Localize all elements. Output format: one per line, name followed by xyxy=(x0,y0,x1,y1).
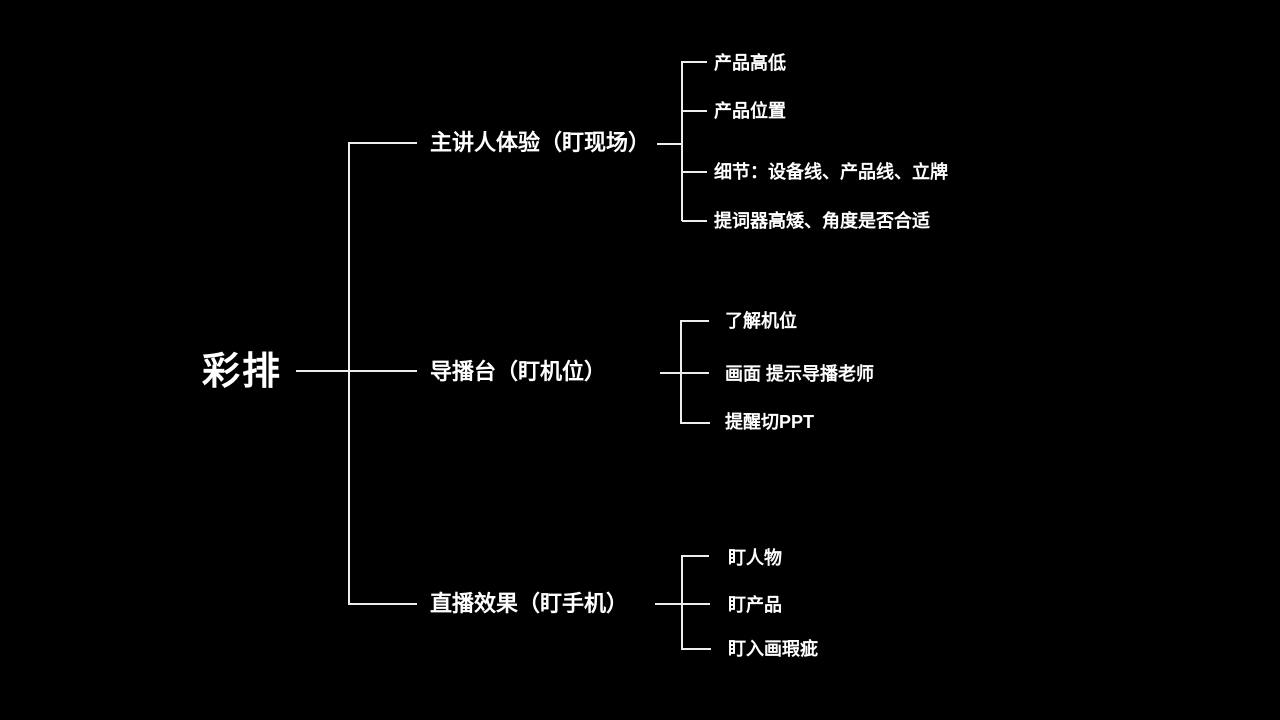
branch-3-child-2: 盯产品 xyxy=(728,595,782,615)
branch-1-child-2-stub xyxy=(682,110,707,112)
branch-2-rail-line xyxy=(680,320,682,424)
branch-3-child-1: 盯人物 xyxy=(728,548,782,568)
branch-3-child-3-stub xyxy=(682,648,711,650)
branch-3-stub-line xyxy=(349,603,417,605)
trunk-line xyxy=(348,142,350,605)
branch-1-child-3: 细节：设备线、产品线、立牌 xyxy=(714,162,948,182)
branch-1-child-2: 产品位置 xyxy=(714,101,786,121)
branch-2-child-2: 画面 提示导播老师 xyxy=(725,364,875,384)
branch-3-rail-line xyxy=(681,555,683,650)
branch-1-child-1: 产品高低 xyxy=(714,53,786,73)
branch-2-label: 导播台（盯机位） xyxy=(430,359,607,384)
branch-3-label: 直播效果（盯手机） xyxy=(430,591,629,616)
branch-1-child-3-stub xyxy=(682,171,707,173)
branch-3-child-1-stub xyxy=(682,555,709,557)
branch-2-connector-line xyxy=(660,372,709,374)
branch-1-stub-line xyxy=(349,142,417,144)
branch-1-child-1-stub xyxy=(682,61,707,63)
branch-2-child-1-stub xyxy=(681,320,709,322)
branch-1-child-4: 提词器高矮、角度是否合适 xyxy=(714,211,930,231)
branch-2-child-3: 提醒切PPT xyxy=(725,412,815,432)
branch-1-rail-line xyxy=(681,61,683,221)
branch-1-connector-line xyxy=(657,143,683,145)
root-node: 彩排 xyxy=(202,351,283,393)
branch-1-label: 主讲人体验（盯现场） xyxy=(430,130,651,155)
branch-2-child-3-stub xyxy=(681,422,710,424)
branch-2-child-1: 了解机位 xyxy=(725,311,797,331)
branch-3-child-3: 盯入画瑕疵 xyxy=(728,639,818,659)
root-connector-line xyxy=(296,370,417,372)
branch-1-child-4-stub xyxy=(682,220,707,222)
